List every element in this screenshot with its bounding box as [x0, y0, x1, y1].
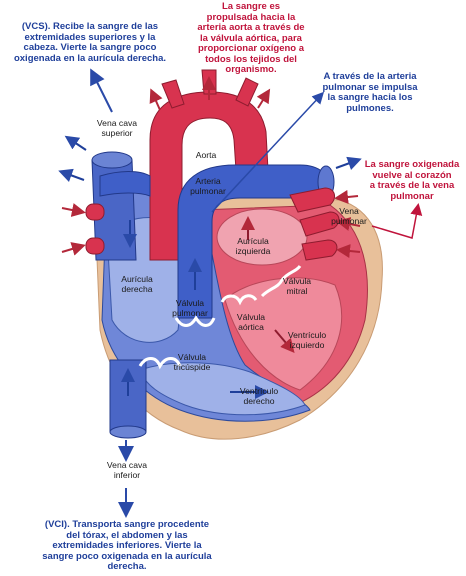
arrow-pv-right-2	[336, 217, 361, 231]
note-aorta: La sangre es propulsada hacia la arteria…	[197, 1, 305, 75]
arrow-pa-right	[335, 156, 362, 170]
pointer-pulmonary-vein	[371, 203, 423, 239]
pulmonary-veins-left	[85, 203, 105, 255]
aorta-branch-1	[161, 79, 185, 109]
pulmonary-artery-left-branch	[99, 171, 151, 197]
label-auricula-derecha: Aurícula derecha	[121, 274, 153, 294]
arrow-svc-top	[64, 135, 87, 151]
arrow-aorta-right	[256, 88, 271, 109]
aorta-branch-3	[235, 77, 259, 107]
svc-opening	[91, 151, 133, 169]
label-auricula-izquierda: Aurícula izquierda	[235, 236, 271, 256]
label-valvula-aortica: Válvula aórtica	[236, 312, 266, 332]
label-arteria-pulmonar: Arteria pulmonar	[190, 176, 226, 196]
pulmonary-valve-icon	[174, 315, 216, 327]
note-pulmonary-artery: A través de la arteria pulmonar se impul…	[322, 71, 418, 114]
label-valvula-pulmonar: Válvula pulmonar	[172, 298, 208, 318]
arrow-pv-right-1	[334, 190, 359, 204]
pointer-pulmonary-artery	[211, 91, 325, 213]
left-atrium	[216, 208, 308, 266]
note-superior-vena-cava: (VCS). Recibe la sangre de las extremida…	[13, 21, 167, 64]
label-ventriculo-derecho: Ventrículo derecho	[239, 386, 279, 406]
left-ventricle-wall	[224, 277, 342, 391]
note-pulmonary-vein: La sangre oxigenada vuelve al corazón a …	[364, 159, 460, 202]
label-ventriculo-izquierdo: Ventrículo izquierdo	[287, 330, 327, 350]
label-valvula-mitral: Válvula mitral	[282, 276, 312, 296]
arrow-pv-left-2	[61, 242, 86, 256]
ivc-opening	[109, 425, 147, 439]
aortic-valve-icon	[220, 294, 258, 306]
right-ventricle	[139, 362, 306, 416]
label-aorta: Aorta	[195, 150, 217, 160]
mitral-valve-icon	[260, 265, 302, 298]
arrow-aorta-left	[149, 88, 163, 111]
note-inferior-vena-cava: (VCI). Transporta sangre procedente del …	[42, 519, 212, 572]
tricuspid-valve-icon	[138, 357, 182, 370]
label-vena-cava-inferior: Vena cava inferior	[106, 460, 148, 480]
label-valvula-tricuspide: Válvula tricúspide	[173, 352, 211, 372]
label-vena-pulmonar: Vena pulmonar	[331, 206, 367, 226]
pulmonary-veins-right	[289, 187, 340, 261]
arrow-pa-left	[58, 168, 85, 182]
label-vena-cava-superior: Vena cava superior	[96, 118, 138, 138]
pointer-vcs	[90, 68, 113, 113]
flow-arrow-lv	[274, 329, 295, 354]
arrow-pv-right-3	[336, 244, 361, 258]
arrow-pv-left-1	[61, 203, 86, 217]
